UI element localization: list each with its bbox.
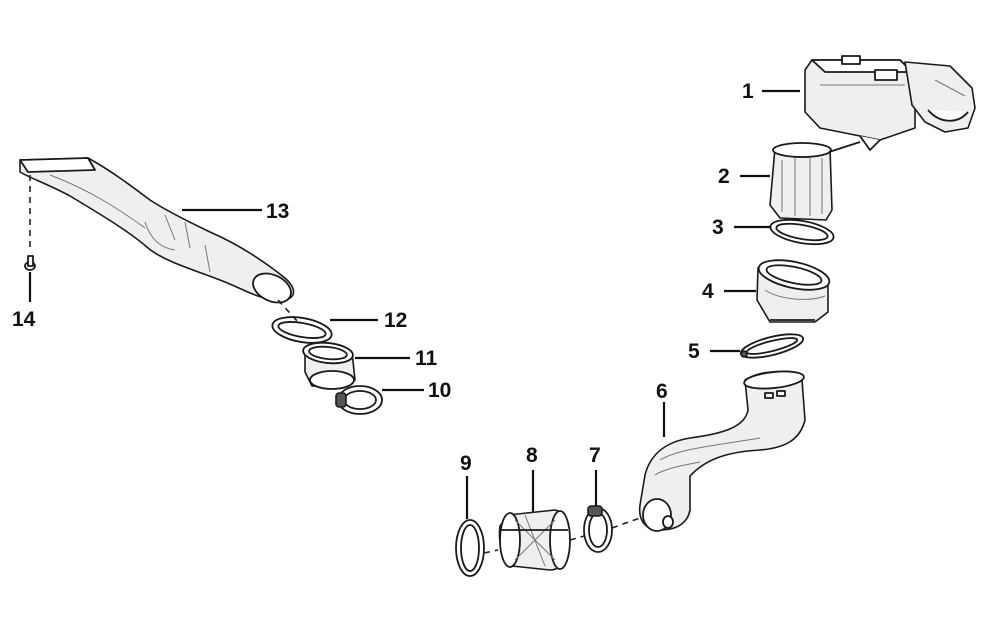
assembly-line-lower xyxy=(483,517,641,554)
gasket-ring xyxy=(769,218,835,246)
callout-12: 12 xyxy=(384,309,407,332)
air-filter-box xyxy=(804,55,976,151)
hose-clamp xyxy=(335,385,383,415)
clamp-ring xyxy=(455,519,485,577)
callout-11: 11 xyxy=(415,347,438,370)
callout-5: 5 xyxy=(688,340,700,363)
intake-adapter xyxy=(756,259,831,323)
intake-snorkel-duct xyxy=(19,157,295,304)
screw xyxy=(24,255,36,271)
callout-4: 4 xyxy=(702,280,714,303)
callout-10: 10 xyxy=(428,379,451,402)
coupling-sleeve xyxy=(302,341,356,390)
callout-6: 6 xyxy=(656,380,668,403)
callout-2: 2 xyxy=(718,165,730,188)
filter-sleeve xyxy=(769,141,861,221)
callout-7: 7 xyxy=(589,444,601,467)
callout-14: 14 xyxy=(12,308,36,331)
callout-3: 3 xyxy=(712,216,724,239)
rubber-coupler xyxy=(498,509,571,571)
callout-1: 1 xyxy=(742,80,754,103)
callout-9: 9 xyxy=(460,452,472,475)
intake-duct-elbow xyxy=(638,370,806,532)
assembly-line-upper xyxy=(277,299,299,323)
hose-clamp-oval xyxy=(739,333,805,359)
oval-gasket xyxy=(271,316,333,344)
callout-13: 13 xyxy=(266,200,289,223)
callout-8: 8 xyxy=(526,444,538,467)
hose-clamp-round xyxy=(583,505,613,553)
